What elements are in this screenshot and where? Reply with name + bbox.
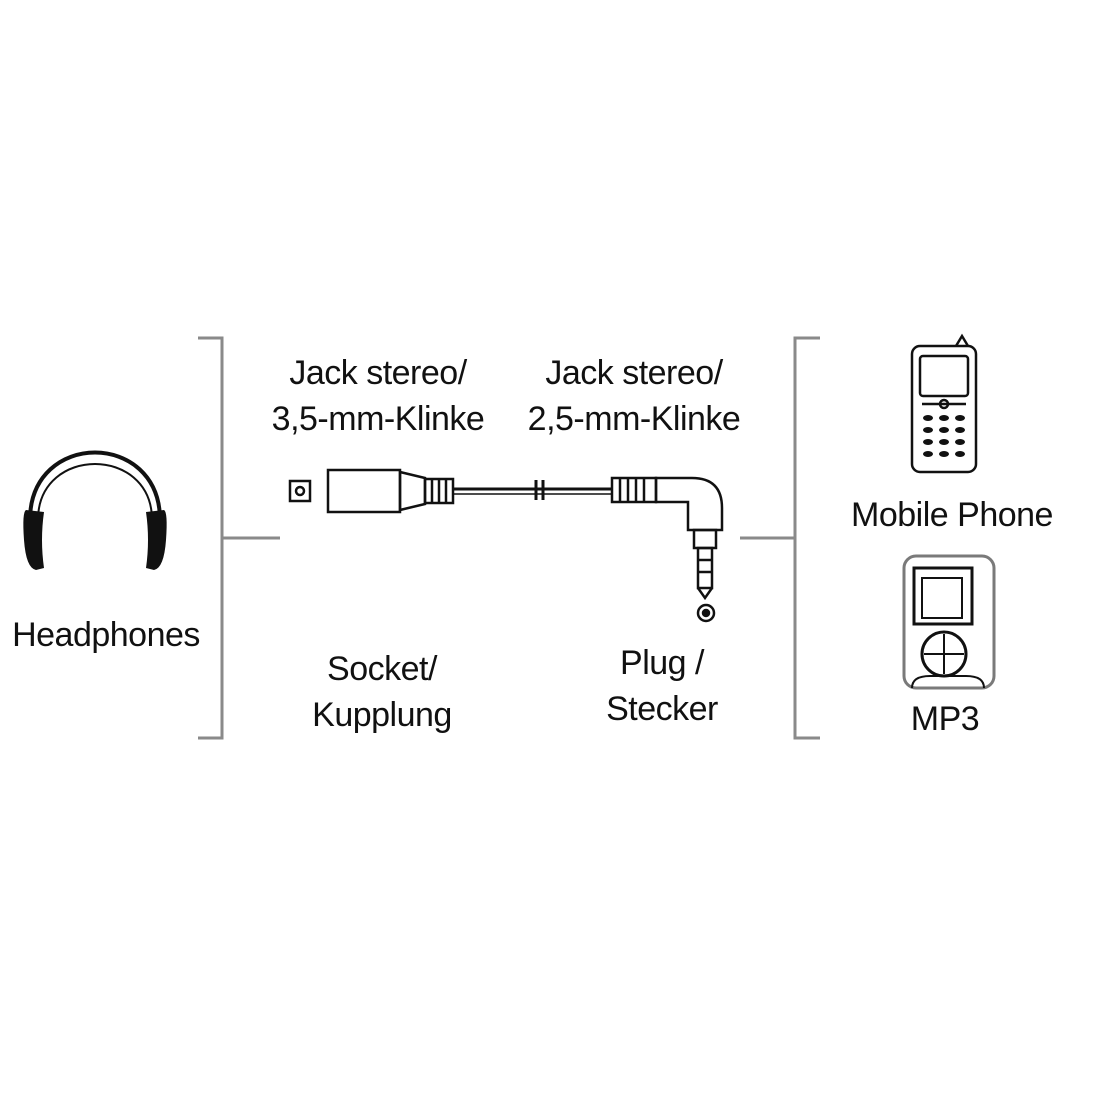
headphones-icon (23, 450, 167, 570)
left-end-type-line2: Kupplung (312, 696, 452, 734)
mobile-phone-label: Mobile Phone (842, 492, 1062, 538)
cable-line (453, 480, 612, 500)
headphones-label: Headphones (8, 612, 204, 658)
right-end-type-line1: Plug / (620, 644, 704, 682)
left-end-type-line1: Socket/ (327, 650, 437, 688)
left-bracket (198, 336, 280, 740)
left-end-type: Socket/ Kupplung (292, 646, 472, 738)
right-end-title: Jack stereo/ 2,5-mm-Klinke (514, 350, 754, 442)
right-end-type-line2: Stecker (606, 690, 718, 728)
right-bracket (740, 336, 820, 740)
mobile-phone-label-text: Mobile Phone (851, 496, 1053, 534)
right-end-type: Plug / Stecker (572, 640, 752, 732)
right-end-title-line1: Jack stereo/ (545, 354, 723, 392)
mp3-label: MP3 (890, 696, 1000, 742)
angled-plug-icon (610, 476, 724, 623)
right-end-title-line2: 2,5-mm-Klinke (527, 400, 741, 438)
headphones-label-text: Headphones (12, 616, 200, 654)
socket-connector-icon (288, 468, 455, 514)
left-end-title-line2: 3,5-mm-Klinke (271, 400, 485, 438)
left-end-title: Jack stereo/ 3,5-mm-Klinke (258, 350, 498, 442)
mp3-player-icon (902, 554, 996, 690)
mp3-label-text: MP3 (910, 700, 980, 738)
mobile-phone-icon (910, 333, 978, 474)
left-end-title-line1: Jack stereo/ (289, 354, 467, 392)
